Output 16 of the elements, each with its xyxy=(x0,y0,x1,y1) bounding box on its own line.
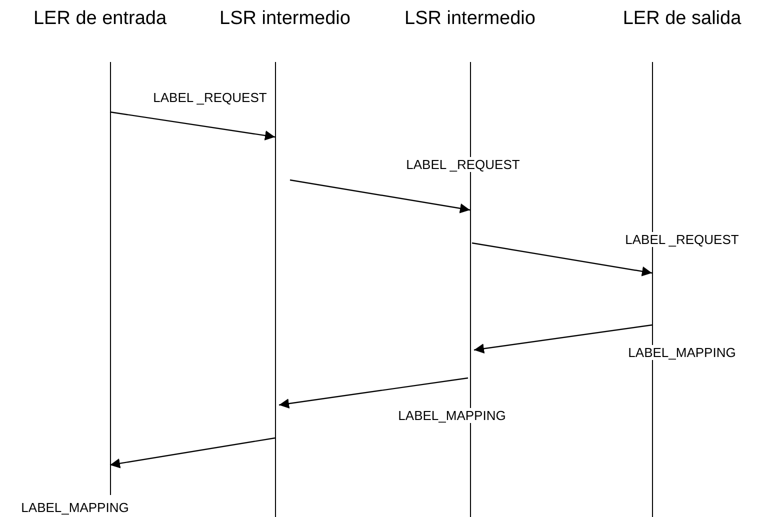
message-arrow xyxy=(290,179,470,214)
message-arrow xyxy=(110,437,276,468)
message-label: LABEL_MAPPING xyxy=(20,500,130,515)
message-arrow xyxy=(474,324,652,354)
message-arrow xyxy=(110,111,276,140)
lifeline-header: LER de entrada xyxy=(33,8,167,30)
lifeline-header: LSR intermedio xyxy=(220,8,350,30)
message-arrow xyxy=(472,242,652,276)
message-arrow xyxy=(278,377,468,409)
message-label: LABEL _REQUEST xyxy=(152,90,268,105)
message-label: LABEL _REQUEST xyxy=(624,232,740,247)
message-label: LABEL_MAPPING xyxy=(627,345,737,360)
message-label: LABEL _REQUEST xyxy=(405,157,521,172)
message-label: LABEL_MAPPING xyxy=(397,408,507,423)
lifeline-header: LSR intermedio xyxy=(404,8,536,30)
lifeline-header: LER de salida xyxy=(622,8,742,30)
